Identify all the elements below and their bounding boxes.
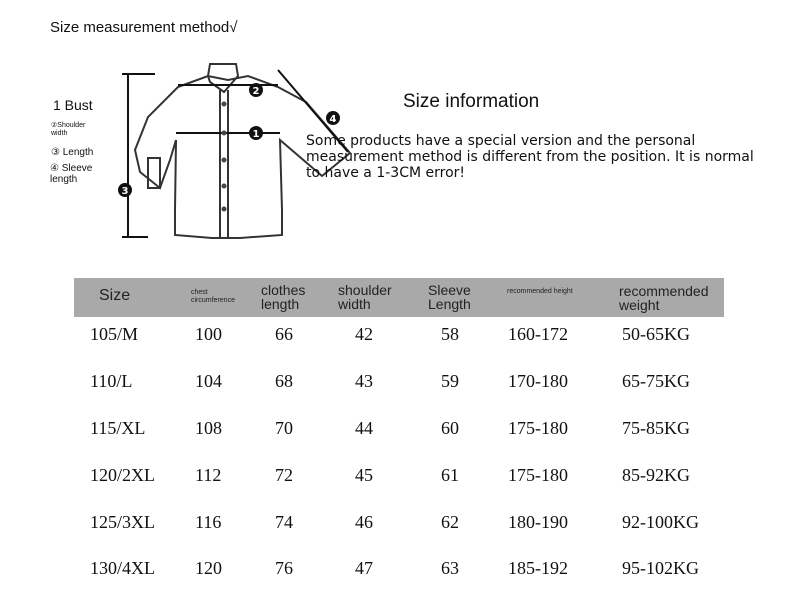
cell-shoulder-width: 45 <box>355 465 373 485</box>
marker-2: 2 <box>253 86 260 97</box>
cell-weight: 95-102KG <box>622 558 699 578</box>
cell-clothes-length: 68 <box>275 371 293 391</box>
legend-length: ③ Length <box>51 147 94 158</box>
cell-chest: 120 <box>195 558 222 578</box>
cell-chest: 100 <box>195 324 222 344</box>
cell-height: 170-180 <box>508 371 568 391</box>
cell-height: 160-172 <box>508 324 568 344</box>
cell-weight: 75-85KG <box>622 418 690 438</box>
table-row: 120/2XL 112 72 45 61 175-180 85-92KG <box>0 465 790 489</box>
cell-height: 175-180 <box>508 465 568 485</box>
cell-clothes-length: 70 <box>275 418 293 438</box>
legend-bust: 1 Bust <box>53 97 93 113</box>
cell-shoulder-width: 46 <box>355 512 373 532</box>
cell-clothes-length: 74 <box>275 512 293 532</box>
cell-size: 105/M <box>90 324 139 344</box>
header-chest: chest circumference <box>191 289 235 304</box>
cell-weight: 50-65KG <box>622 324 690 344</box>
marker-4: 4 <box>330 114 337 125</box>
table-row: 115/XL 108 70 44 60 175-180 75-85KG <box>0 418 790 442</box>
cell-sleeve-length: 62 <box>441 512 459 532</box>
cell-sleeve-length: 63 <box>441 558 459 578</box>
legend-shoulder: ②Shoulder width <box>51 122 86 137</box>
cell-chest: 116 <box>195 512 222 532</box>
header-size: Size <box>99 287 131 304</box>
table-row: 105/M 100 66 42 58 160-172 50-65KG <box>0 324 790 348</box>
marker-3: 3 <box>122 186 129 197</box>
cell-chest: 104 <box>195 371 222 391</box>
header-weight: recommended weight <box>619 283 709 313</box>
cell-sleeve-length: 58 <box>441 324 459 344</box>
measurement-note: Some products have a special version and… <box>306 133 754 181</box>
cell-weight: 92-100KG <box>622 512 699 532</box>
table-row: 110/L 104 68 43 59 170-180 65-75KG <box>0 371 790 395</box>
header-clothes-length: clothes length <box>261 282 306 312</box>
cell-size: 110/L <box>90 371 133 391</box>
cell-chest: 108 <box>195 418 222 438</box>
cell-sleeve-length: 61 <box>441 465 459 485</box>
cell-shoulder-width: 47 <box>355 558 373 578</box>
cell-weight: 65-75KG <box>622 371 690 391</box>
shirt-diagram: 1 2 3 4 <box>118 63 352 239</box>
header-shoulder-width: shoulder width <box>338 282 392 312</box>
cell-sleeve-length: 60 <box>441 418 459 438</box>
header-sleeve-length: Sleeve Length <box>428 282 471 312</box>
cell-size: 120/2XL <box>90 465 155 485</box>
cell-height: 180-190 <box>508 512 568 532</box>
cell-shoulder-width: 43 <box>355 371 373 391</box>
cell-shoulder-width: 42 <box>355 324 373 344</box>
cell-height: 185-192 <box>508 558 568 578</box>
cell-size: 130/4XL <box>90 558 155 578</box>
cell-clothes-length: 72 <box>275 465 293 485</box>
cell-clothes-length: 66 <box>275 324 293 344</box>
cell-clothes-length: 76 <box>275 558 293 578</box>
measurement-method-title: Size measurement method√ <box>50 19 238 36</box>
header-height: recommended height <box>507 288 573 295</box>
table-header: Size chest circumference clothes length … <box>74 278 724 317</box>
cell-size: 115/XL <box>90 418 146 438</box>
cell-chest: 112 <box>195 465 222 485</box>
cell-size: 125/3XL <box>90 512 155 532</box>
table-row: 125/3XL 116 74 46 62 180-190 92-100KG <box>0 512 790 536</box>
marker-1: 1 <box>253 129 260 140</box>
cell-height: 175-180 <box>508 418 568 438</box>
table-row: 130/4XL 120 76 47 63 185-192 95-102KG <box>0 558 790 582</box>
size-information-title: Size information <box>403 91 540 112</box>
cell-shoulder-width: 44 <box>355 418 373 438</box>
cell-weight: 85-92KG <box>622 465 690 485</box>
legend-sleeve: ④ Sleeve length <box>50 163 93 185</box>
cell-sleeve-length: 59 <box>441 371 459 391</box>
